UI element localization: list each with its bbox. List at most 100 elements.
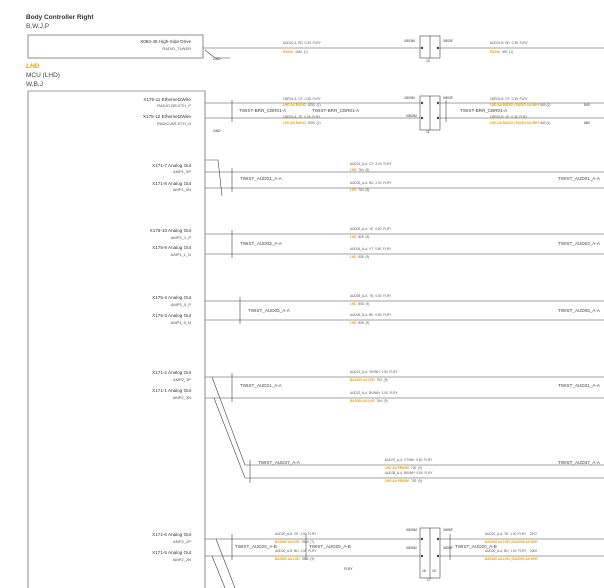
edge-number-2: 680	[584, 121, 590, 125]
sig-amp2-3p: AMP2_3P	[172, 377, 191, 382]
wire-label: AUD22_A-A BU/WH 1.00 FLRY	[350, 391, 398, 395]
twist-aud05-right-label: TWIST_AUD05_A-A	[558, 308, 600, 313]
sig-amp2-3n: AMP2_3N	[172, 395, 191, 400]
wire-label: AUD37_A-A VT/WH 0.50 FLRY	[385, 458, 433, 462]
twist-aud37-label: TWIST_AUD37_A-A	[258, 460, 300, 465]
twist-cbr01-left-label: TWIST-BRR_CBR01-A	[239, 108, 287, 113]
twist-cbr01-right-label: TWIST-BRR_CBR01-A	[460, 108, 508, 113]
ground-label-2: GND	[213, 129, 221, 133]
pin-x171-1: X171-1 Analog Out	[152, 388, 191, 393]
pin-x175-3: X175-3 Analog Out	[152, 313, 191, 318]
pin-x175-12: X175-12 Ethernet2Wire	[142, 114, 191, 119]
flry-note: FLRY	[344, 567, 353, 571]
shield-aud01	[205, 159, 223, 197]
wire-label: AUD20_A-A YE 1.00 FLRY 2972	[485, 532, 537, 536]
sig-amp3-5n: AMP3_5_N	[170, 320, 191, 325]
wire-sub-label: LHD 808 (9)	[350, 321, 370, 325]
wire-sub-label: LHD AA RADIO | RADIO AA WHY 660 (1)	[490, 121, 551, 125]
pin-x175-9: X175-9 Analog Out	[152, 245, 191, 250]
sig-radio-tuner: RADIO_TUNER	[162, 46, 191, 51]
wire-label: AUD02_A-A BU 2.00 FLRY	[350, 181, 392, 185]
ground-label-1: GND	[213, 57, 221, 61]
sig-radio-eth-p: RADIO-BR-ETH_P	[157, 103, 191, 108]
branch-aud37-top	[211, 376, 604, 466]
wire-sub-label: LHD AA PR0000 700 (9)	[385, 466, 423, 470]
wire-sub-label: BAS000 AA LHD 7860 (9)	[275, 557, 315, 561]
pin-x171-7: X171-7 Analog Out	[152, 163, 191, 168]
sig-amp1-5n: AMP1_5N	[172, 187, 191, 192]
wire-sub-label: RADIO 4040 (1)	[283, 50, 308, 54]
mcu-sub: W,B,J	[26, 81, 43, 88]
connector-x805m-label: X805M	[406, 528, 417, 532]
wire-sub-label: BAS000 AA LHD 764 (9)	[350, 399, 388, 403]
sig-amp2-2p: AMP2_2P	[172, 539, 191, 544]
wire-label: AUD20_A-A BU 1.00 FLRY 2000	[485, 549, 538, 553]
wire-sub-label: LHD 808 (9)	[350, 302, 370, 306]
body-controller-box	[27, 34, 204, 59]
twist-aud03-right-label: TWIST_AUD03_A-A	[558, 241, 600, 246]
sig-radio-eth-n: RADIO-BR-ETH_N	[156, 121, 191, 126]
twist-aud20-right-label: TWIST_AUD20_A-B	[455, 544, 497, 549]
mcu-box	[27, 90, 206, 588]
wire-sub-label: LHD 764 (9)	[350, 168, 370, 172]
connector-pin-10: 10	[426, 59, 430, 63]
sig-amp3-5p: AMP3_5_P	[170, 302, 191, 307]
twist-aud01-right-label: TWIST_AUD01_A-A	[558, 176, 600, 181]
connector-pin-15: 15	[432, 569, 436, 573]
twist-aud20-mid-label: TWIST_AUD20_A-B	[309, 544, 351, 549]
pin-x171-5: X171-5 Analog Out	[152, 550, 191, 555]
twist-aud03-label: TWIST_AUD03_A-A	[240, 241, 282, 246]
body-controller-sub: B,W,J,P	[26, 23, 50, 30]
pin-x171-8: X171-8 Analog Out	[152, 181, 191, 186]
wire-label: AUD03_A-A YE 0.50 FLRY	[350, 227, 392, 231]
wire-label: AUD04_A-A VT 0.50 FLRY	[350, 247, 392, 251]
wire-sub-label: BAS000 AA LHD | BAS000 AA WHY	[485, 557, 539, 561]
wire-sub-label: LHD 764 (9)	[350, 188, 370, 192]
wire-sub-label: RADIO 600 (1)	[490, 50, 514, 54]
wire-label: AUD01-B RD 0.35 FLRY	[490, 41, 528, 45]
pin-x171-6: X171-6 Analog Out	[152, 532, 191, 537]
twist-aud05-label: TWIST_AUD05_A-A	[248, 308, 290, 313]
wire-sub-label: LHD AA PR0000 700 (9)	[385, 479, 423, 483]
pin-x175-11: X175-11 Ethernet2Wire	[143, 97, 191, 102]
wire-label: AUD06_A-A BK 0.50 FLRY	[350, 313, 392, 317]
wire-label: AUD01-A RD 0.35 FLRY	[283, 41, 321, 45]
connector-x803m-label: X803M	[404, 39, 415, 43]
wire-label: CBR02-B YE 0.35 FLRY	[490, 115, 528, 119]
wire-sub-label: LHD AA RADIO 4250 (1)	[283, 103, 321, 107]
wire-label: CBR01-A GY 0.35 FLRY	[283, 97, 321, 101]
mcu-title: MCU (LHD)	[26, 72, 60, 79]
sig-amp3-1n: AMP3_1_N	[170, 252, 191, 257]
twist-aud21-right-label: TWIST_AUD21_A-A	[558, 383, 600, 388]
sig-amp2-2n: AMP2_2N	[172, 557, 191, 562]
connector-x805f-label-2: X805F	[443, 546, 453, 550]
twist-aud37-right-label: TWIST_AUD37_A-A	[558, 460, 600, 465]
body-controller-title: Body Controller Right	[26, 14, 94, 21]
sig-amp1-5p: AMP1_5P	[172, 169, 191, 174]
connector-x805m-label-2: X805M	[406, 546, 417, 550]
wire-sub-label: BAS000 AA LHD 764 (9)	[350, 378, 388, 382]
twist-cbr01-mid-label: TWIST-BRR_CBR01-A	[312, 108, 360, 113]
wire-sub-label: BAS000 AA LHD 7860 (7)	[275, 540, 315, 544]
diag-b	[215, 538, 236, 588]
branch-aud37-bot	[213, 397, 604, 479]
pin-x050-45: X050-45 High-Side Drive	[140, 39, 191, 44]
wire-label: AUD20_A-B BU 1.00 FLRY	[275, 549, 317, 553]
connector-pin-17: 17	[427, 578, 431, 582]
connector-pin-11: 11	[426, 130, 430, 134]
twist-aud20-left-label: TWIST_AUD20_A-B	[235, 544, 277, 549]
connector-x803f-label-2: X803F	[443, 96, 453, 100]
wire-row1-tail	[204, 49, 230, 59]
connector-x803m-label-2: X803M	[404, 96, 415, 100]
wire-sub-label: LHD 808 (9)	[350, 255, 370, 259]
pin-x171-2: X171-2 Analog Out	[152, 370, 191, 375]
twist-aud21-label: TWIST_AUD21_A-A	[240, 383, 282, 388]
wire-sub-label: LHD AA RADIO | RADIO AA WHY 660 (1)	[490, 103, 551, 107]
wire-label: AUD38_A-A BK/WH 0.50 FLRY	[385, 471, 433, 475]
sig-amp3-1p: AMP3_1_P	[170, 235, 191, 240]
connector-x803m-label-3: X803M	[406, 114, 417, 118]
wire-label: AUD20_A-B YE 1.00 FLRY	[275, 532, 317, 536]
wire-label: CBR02-A YE 0.35 FLRY	[283, 115, 321, 119]
wire-label: AUD01_A-A GY 2.00 FLRY	[350, 162, 392, 166]
edge-number-1: 640	[584, 103, 590, 107]
